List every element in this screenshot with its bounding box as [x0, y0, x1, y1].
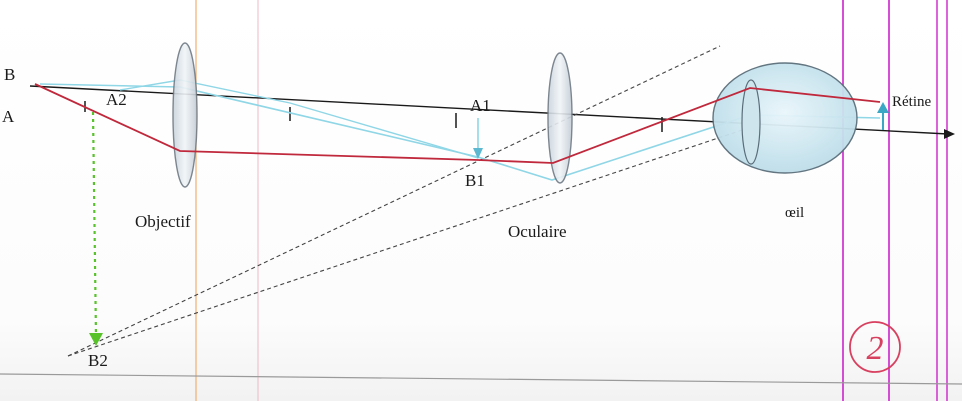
label-b: B — [4, 65, 15, 84]
label-a2: A2 — [106, 90, 127, 109]
virtual-image-arrowhead — [89, 333, 103, 346]
construction-dashed-line-1 — [67, 45, 721, 357]
eye-globe — [712, 62, 858, 174]
virtual-image-a2b2 — [91, 111, 98, 339]
label-b1: B1 — [465, 171, 485, 190]
label-b2: B2 — [88, 351, 108, 370]
principal-ray — [34, 83, 881, 164]
label-oeil: œil — [785, 205, 804, 221]
label-a: A — [2, 107, 15, 126]
paper-edge — [0, 373, 962, 385]
label-objectif: Objectif — [135, 212, 191, 231]
label-retine: Rétine — [892, 94, 931, 110]
stamp-number: 2 — [867, 330, 884, 367]
objective-lens — [172, 42, 198, 188]
label-oculaire: Oculaire — [508, 222, 567, 241]
label-a1: A1 — [470, 96, 491, 115]
page-number-stamp: 2 — [849, 321, 901, 373]
retina-image-arrowhead — [877, 102, 889, 113]
eye-lens — [741, 79, 761, 165]
secondary-ray-2 — [119, 79, 479, 159]
construction-dashed-line-2 — [67, 124, 758, 357]
axis-arrowhead — [944, 129, 955, 139]
intermediate-image-arrowhead — [473, 148, 483, 159]
eyepiece-lens — [547, 52, 573, 184]
